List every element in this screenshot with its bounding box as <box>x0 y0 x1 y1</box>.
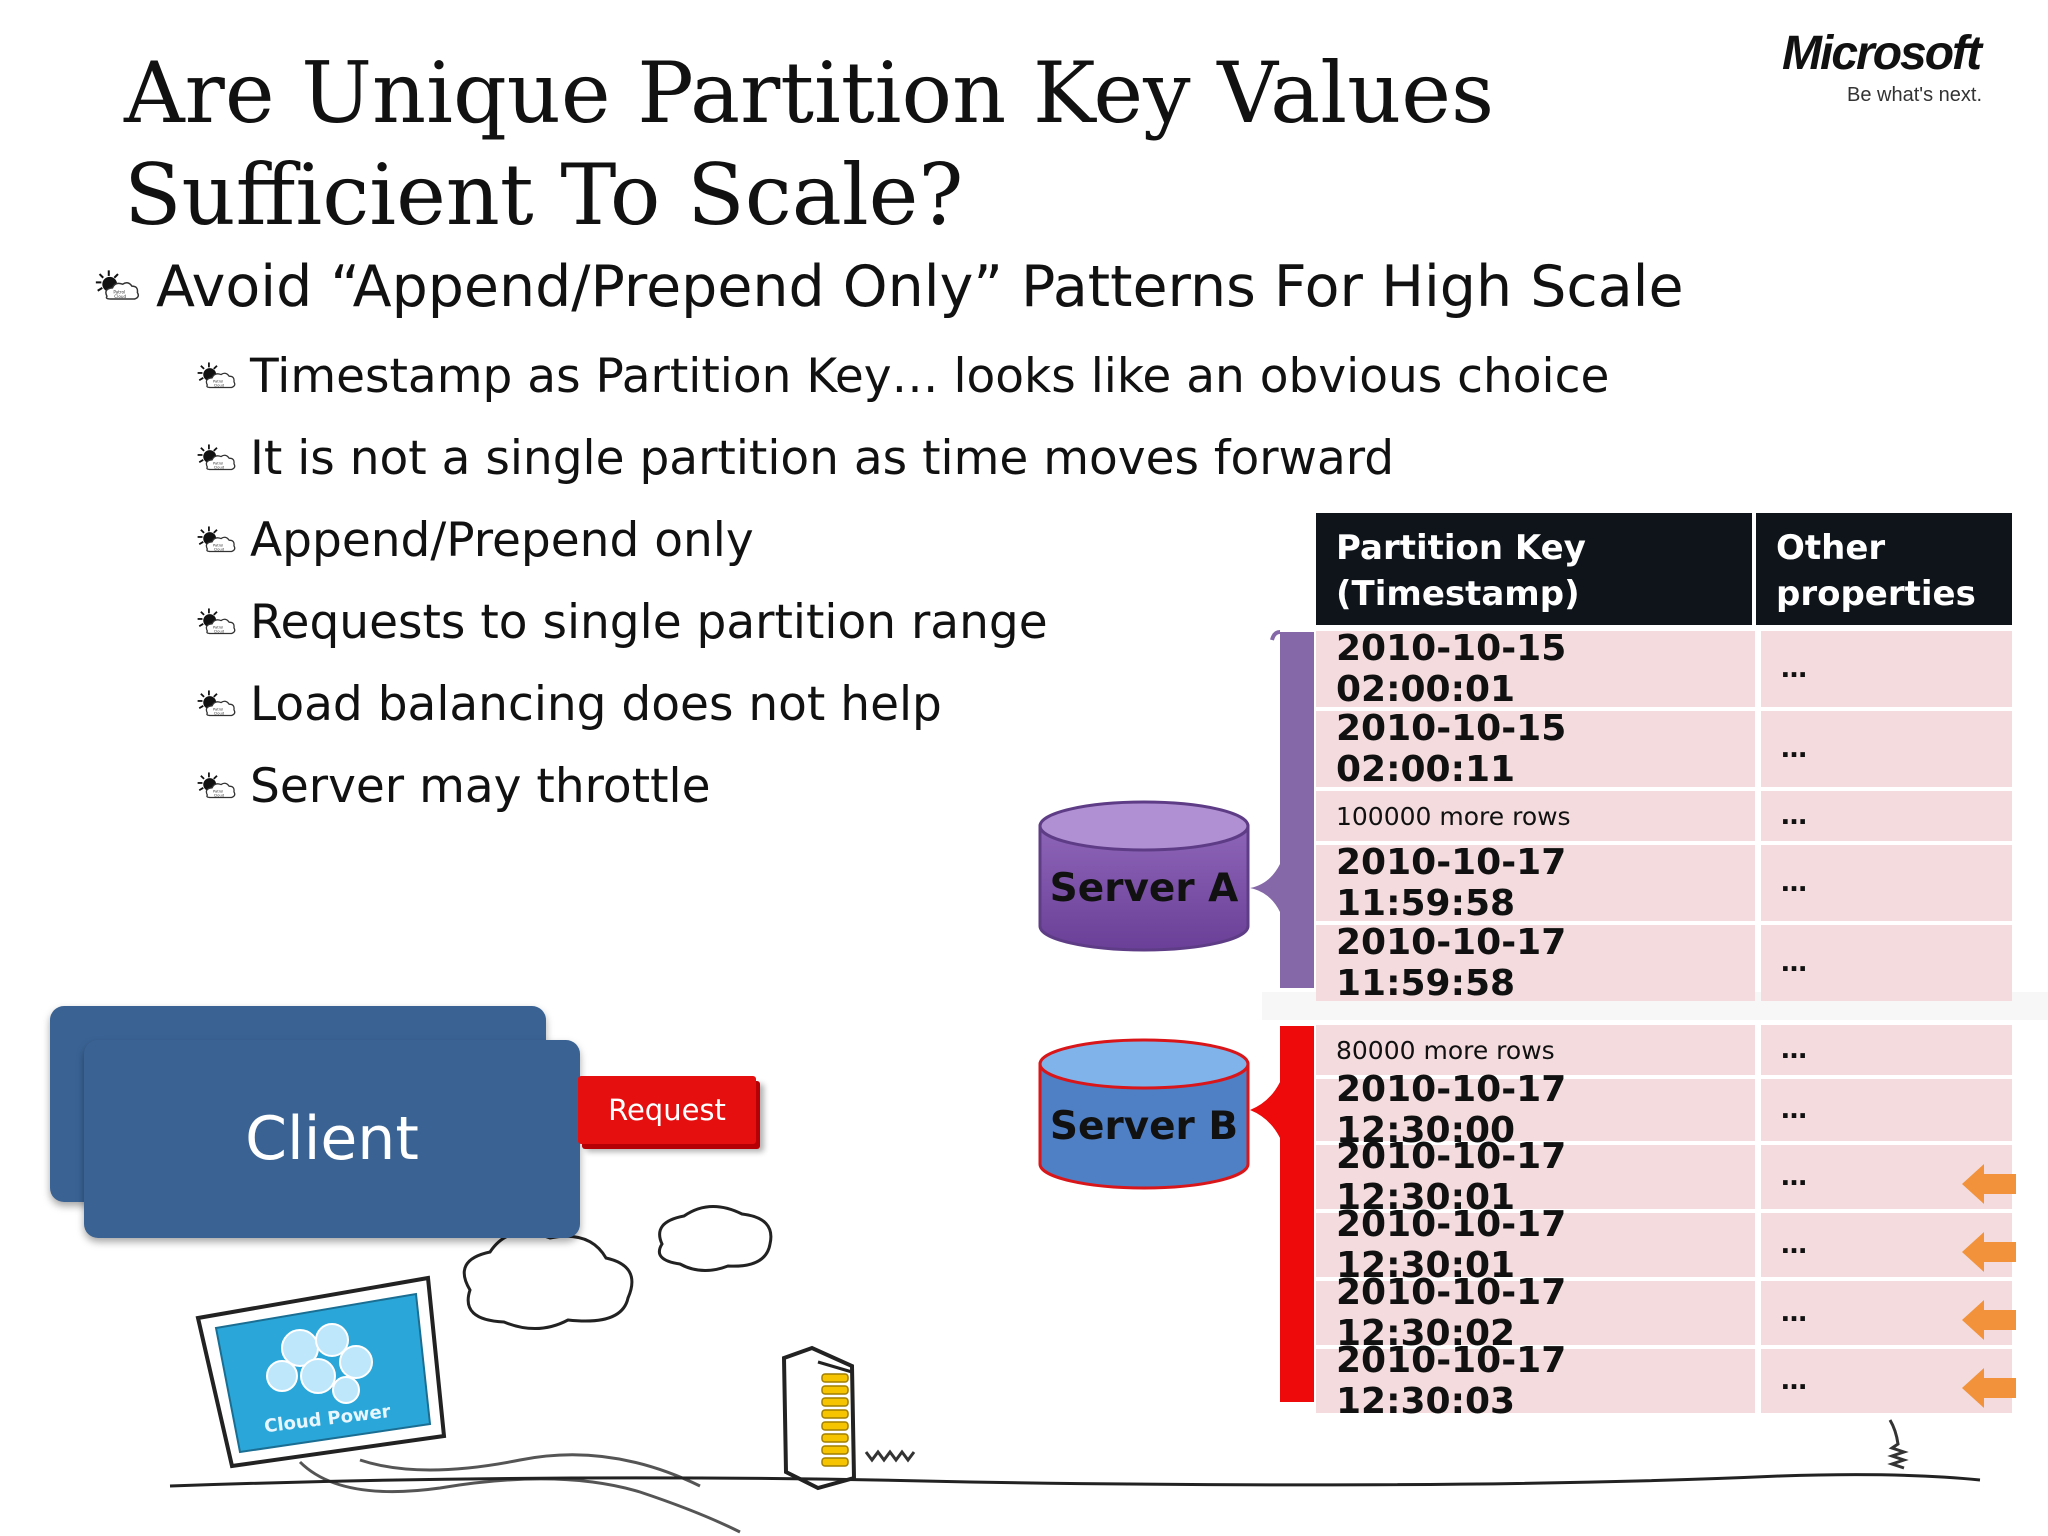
partition-key-cell: 80000 more rows <box>1316 1025 1755 1075</box>
sub-bullet: It is not a single partition as time mov… <box>196 429 1394 489</box>
main-bullet-text: Avoid “Append/Prepend Only” Patterns For… <box>156 254 1684 320</box>
logo-tagline: Be what's next. <box>1847 84 1982 106</box>
table-row: 2010-10-17 12:30:01 … <box>1316 1204 2012 1286</box>
server-a-label: Server A <box>1049 866 1239 911</box>
orange-arrow-icon <box>1962 1164 2016 1204</box>
other-cell: … <box>1761 791 2012 841</box>
server-a-cylinder-icon <box>1038 800 1250 952</box>
other-cell: … <box>1761 1025 2012 1075</box>
partition-key-cell: 2010-10-15 02:00:11 <box>1316 708 1755 790</box>
other-cell: … <box>1761 631 2012 707</box>
sub-bullet: Server may throttle <box>196 757 711 817</box>
server-tower-icon <box>781 1345 857 1491</box>
table-header: Partition Key (Timestamp) Other properti… <box>1316 513 2012 625</box>
cloud-computing-sketch: Cloud Power <box>169 1204 1981 1534</box>
sun-cloud-bullet-icon <box>196 361 236 389</box>
other-cell: … <box>1761 711 2012 787</box>
header-other-properties: Other properties <box>1776 528 1976 614</box>
main-bullet: Avoid “Append/Prepend Only” Patterns For… <box>94 252 1684 322</box>
server-b-cylinder-icon <box>1038 1038 1250 1190</box>
sun-cloud-bullet-icon <box>196 771 236 799</box>
server-a-bracket <box>1250 630 1314 988</box>
partition-key-cell: 2010-10-17 12:30:00 <box>1316 1069 1755 1151</box>
server-b: Server B <box>1036 1036 1252 1198</box>
server-b-bracket <box>1250 1026 1314 1402</box>
sub-bullet-text: Append/Prepend only <box>250 513 754 568</box>
table-row: 2010-10-17 12:30:01 … <box>1316 1136 2012 1218</box>
server-b-label: Server B <box>1049 1104 1239 1149</box>
sun-cloud-bullet-icon <box>196 689 236 717</box>
orange-arrow-icon <box>1962 1368 2016 1408</box>
sub-bullet-text: Server may throttle <box>250 759 711 814</box>
orange-arrow-icon <box>1962 1300 2016 1340</box>
partition-key-cell: 100000 more rows <box>1316 791 1755 841</box>
monitor-icon: Cloud Power <box>195 1275 447 1469</box>
cloud-icon <box>462 1230 634 1331</box>
cloud-icon <box>657 1204 773 1272</box>
slide-title: Are Unique Partition Key Values Sufficie… <box>124 44 1495 244</box>
server-a: Server A <box>1036 798 1252 960</box>
partition-key-cell: 2010-10-17 11:59:58 <box>1316 842 1755 924</box>
sun-cloud-bullet-icon <box>196 525 236 553</box>
sun-cloud-bullet-icon <box>196 607 236 635</box>
table-row: 2010-10-15 02:00:11 … <box>1316 708 2012 790</box>
table-row: 100000 more rows … <box>1316 791 2012 841</box>
table-row: 80000 more rows … <box>1316 1025 2012 1075</box>
table-row: 2010-10-17 11:59:58 … <box>1316 842 2012 924</box>
sub-bullet-text: Load balancing does not help <box>250 677 942 732</box>
sun-cloud-bullet-icon <box>196 443 236 471</box>
sun-cloud-bullet-icon <box>94 269 140 301</box>
sub-bullet-text: Requests to single partition range <box>250 595 1048 650</box>
table-row: 2010-10-17 12:30:00 … <box>1316 1069 2012 1151</box>
request-label: Request <box>578 1076 756 1144</box>
partition-key-cell: 2010-10-17 12:30:01 <box>1316 1204 1755 1286</box>
other-cell: … <box>1761 1079 2012 1141</box>
table-row: 2010-10-15 02:00:01 … <box>1316 628 2012 710</box>
sub-bullet-text: Timestamp as Partition Key… looks like a… <box>250 349 1610 404</box>
sub-bullet-text: It is not a single partition as time mov… <box>250 431 1395 486</box>
partition-key-cell: 2010-10-17 12:30:01 <box>1316 1136 1755 1218</box>
sub-bullet: Requests to single partition range <box>196 593 1048 653</box>
other-cell: … <box>1761 925 2012 1001</box>
sub-bullet: Timestamp as Partition Key… looks like a… <box>196 347 1609 407</box>
partition-key-cell: 2010-10-17 11:59:58 <box>1316 922 1755 1004</box>
orange-arrow-icon <box>1962 1232 2016 1272</box>
microsoft-logo: Microsoft Be what's next. <box>1730 26 2010 116</box>
header-partition-key: Partition Key (Timestamp) <box>1316 513 1756 625</box>
logo-wordmark: Microsoft <box>1782 27 1982 80</box>
client-box: Client <box>84 1040 580 1238</box>
sub-bullet: Append/Prepend only <box>196 511 754 571</box>
table-row: 2010-10-17 11:59:58 … <box>1316 922 2012 1004</box>
sub-bullet: Load balancing does not help <box>196 675 942 735</box>
other-cell: … <box>1761 845 2012 921</box>
partition-key-cell: 2010-10-15 02:00:01 <box>1316 628 1755 710</box>
